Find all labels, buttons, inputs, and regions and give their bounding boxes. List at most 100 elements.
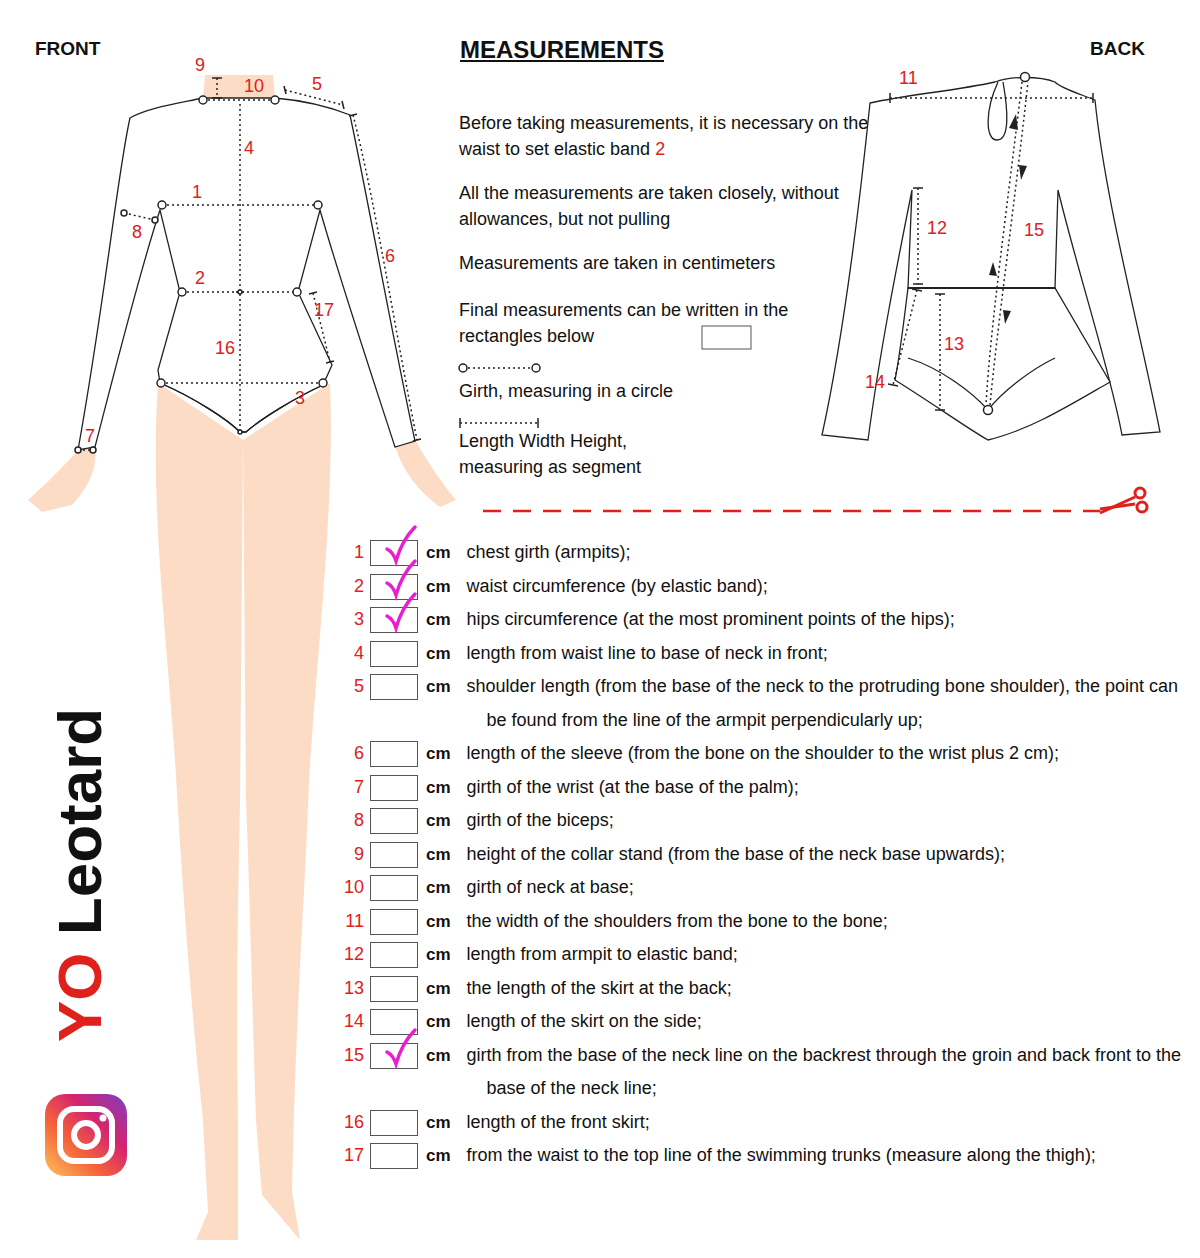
legend-text: Girth, measuring in a circle — [459, 378, 759, 404]
callout-number: 13 — [944, 334, 964, 354]
entry-box — [370, 641, 418, 667]
entry-box — [370, 574, 418, 600]
entry-box — [370, 875, 418, 901]
callout-number: 11 — [899, 68, 918, 88]
callout-number: 5 — [312, 74, 322, 94]
callout-number: 12 — [927, 218, 947, 238]
row-number: 10 — [340, 871, 364, 905]
row-number: 2 — [340, 570, 364, 604]
measurement-row: 14cmlength of the skirt on the side; — [340, 1005, 1190, 1039]
unit-label: cm — [426, 603, 451, 637]
check-mark — [385, 1030, 425, 1070]
measurement-row: 3cmhips circumference (at the most promi… — [340, 603, 1190, 637]
callout-number: 10 — [244, 76, 264, 96]
row-number: 15 — [340, 1039, 364, 1073]
unit-label: cm — [426, 737, 451, 771]
unit-label: cm — [426, 1139, 451, 1173]
measurement-description: girth of the wrist (at the base of the p… — [467, 771, 1187, 805]
unit-label: cm — [426, 570, 451, 604]
entry-box — [370, 674, 418, 700]
callout-number: 2 — [655, 139, 665, 159]
girth-sample — [459, 364, 540, 372]
measurement-description: the width of the shoulders from the bone… — [467, 905, 1187, 939]
measurement-description: length from armpit to elastic band; — [467, 938, 1187, 972]
check-mark — [385, 527, 425, 567]
unit-label: cm — [426, 771, 451, 805]
unit-label: cm — [426, 905, 451, 939]
measurement-description: from the waist to the top line of the sw… — [467, 1139, 1187, 1173]
segment-sample — [460, 418, 538, 428]
callout-number: 16 — [215, 338, 235, 358]
row-number: 17 — [340, 1139, 364, 1173]
row-number: 9 — [340, 838, 364, 872]
entry-box — [370, 540, 418, 566]
callout-number: 17 — [314, 300, 334, 320]
entry-box — [370, 808, 418, 834]
row-number: 5 — [340, 670, 364, 704]
measurement-list: 1cmchest girth (armpits);2cmwaist circum… — [340, 536, 1190, 1173]
measurement-row: 16cmlength of the front skirt; — [340, 1106, 1190, 1140]
measurement-description: chest girth (armpits); — [467, 536, 1187, 570]
row-number: 6 — [340, 737, 364, 771]
measurement-row: 17 cm from the waist to the top line of th… — [340, 1139, 1190, 1173]
row-number: 14 — [340, 1005, 364, 1039]
unit-label: cm — [426, 1039, 451, 1073]
unit-label: cm — [426, 938, 451, 972]
title: MEASUREMENTS — [460, 36, 664, 64]
entry-box — [370, 842, 418, 868]
instruction-note: All the measurements are taken closely, … — [459, 180, 844, 232]
measurement-description: girth from the base of the neck line on … — [467, 1039, 1187, 1106]
unit-label: cm — [426, 670, 451, 704]
entry-box — [370, 1009, 418, 1035]
brand-text: Leotard — [45, 708, 114, 935]
callout-number: 2 — [195, 268, 205, 288]
check-mark — [385, 561, 425, 601]
measurement-row: 13cmthe length of the skirt at the back; — [340, 972, 1190, 1006]
callout-number: 6 — [385, 246, 395, 266]
brand-logo: YO Leotard — [48, 708, 112, 1042]
measurement-row: 4 cm length from waist line to base of nec… — [340, 637, 1190, 671]
entry-box — [370, 775, 418, 801]
measurement-row: 9cmheight of the collar stand (from the … — [340, 838, 1190, 872]
unit-label: cm — [426, 804, 451, 838]
callout-number: 4 — [244, 138, 254, 158]
measurement-row: 12 cm length from armpit to elastic band; — [340, 938, 1190, 972]
measurement-description: girth of neck at base; — [467, 871, 1187, 905]
view-label: FRONT — [35, 38, 100, 60]
measurement-row: 1cmchest girth (armpits); — [340, 536, 1190, 570]
unit-label: cm — [426, 838, 451, 872]
measurement-description: length from waist line to base of neck i… — [467, 637, 1187, 671]
measurement-row: 2cmwaist circumference (by elastic band)… — [340, 570, 1190, 604]
measurement-row: 10cmgirth of neck at base; — [340, 871, 1190, 905]
entry-box — [370, 1110, 418, 1136]
instruction-note: Measurements are taken in centimeters — [459, 250, 1159, 276]
row-number: 4 — [340, 637, 364, 671]
measurement-description: girth of the biceps; — [467, 804, 1187, 838]
measurement-description: length of the sleeve (from the bone on t… — [467, 737, 1187, 771]
row-number: 16 — [340, 1106, 364, 1140]
measurement-row: 5 cm shoulder length (from the base of the… — [340, 670, 1190, 737]
measurement-description: length of the front skirt; — [467, 1106, 1187, 1140]
measurement-description: shoulder length (from the base of the ne… — [467, 670, 1187, 737]
instruction-note: Final measurements can be written in the… — [459, 297, 794, 349]
row-number: 13 — [340, 972, 364, 1006]
row-number: 12 — [340, 938, 364, 972]
entry-box — [370, 1143, 418, 1169]
measurement-row: 15 cm girth from the base of the neck line… — [340, 1039, 1190, 1106]
instruction-note: Before taking measurements, it is necess… — [459, 110, 874, 162]
callout-number: 14 — [865, 372, 885, 392]
measurement-description: the length of the skirt at the back; — [467, 972, 1187, 1006]
row-number: 3 — [340, 603, 364, 637]
entry-box — [370, 976, 418, 1002]
callout-number: 3 — [295, 388, 305, 408]
unit-label: cm — [426, 1005, 451, 1039]
unit-label: cm — [426, 637, 451, 671]
entry-box — [370, 607, 418, 633]
legend-text: Length Width Height, measuring as segmen… — [459, 428, 679, 480]
callout-number: 15 — [1024, 220, 1044, 240]
entry-box — [370, 909, 418, 935]
measurement-row: 11cmthe width of the shoulders from the … — [340, 905, 1190, 939]
unit-label: cm — [426, 536, 451, 570]
measurement-row: 7cmgirth of the wrist (at the base of th… — [340, 771, 1190, 805]
callout-number: 9 — [195, 55, 205, 75]
